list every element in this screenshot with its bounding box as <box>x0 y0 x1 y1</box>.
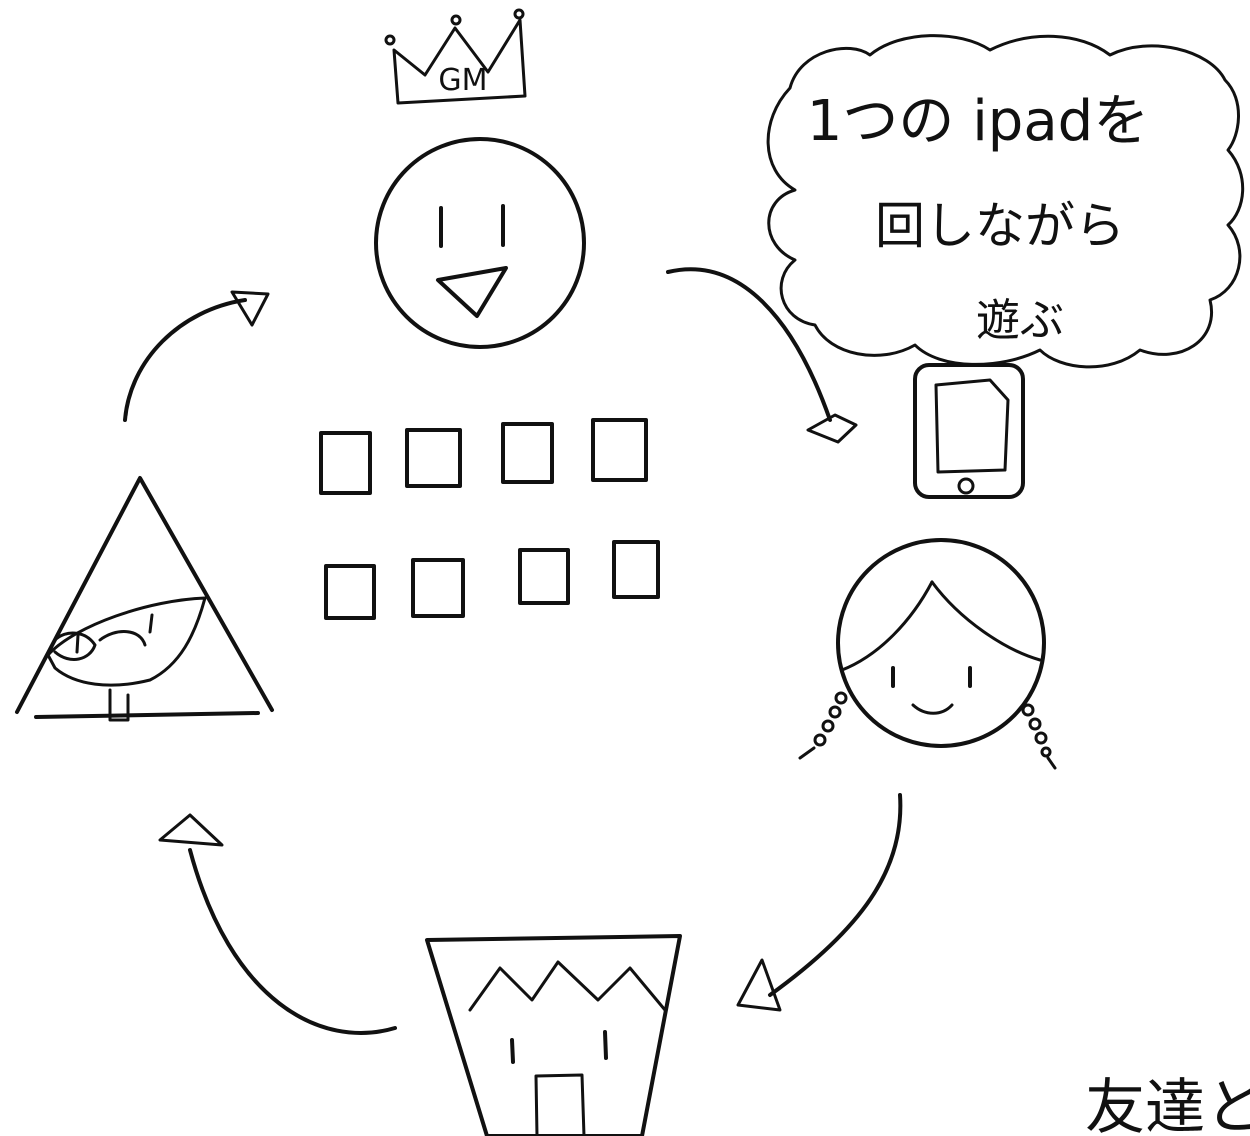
bubble-line-2: 回しながら <box>875 197 1125 255</box>
arrow-gm-to-ipad <box>666 267 858 444</box>
player-card <box>324 564 376 620</box>
right-braid <box>1021 703 1057 770</box>
player-cards-grid <box>319 418 660 620</box>
arrow-monster-to-triangle <box>158 813 397 1035</box>
player-card <box>518 548 570 605</box>
speech-bubble: 1つの ipadを 回しながら 遊ぶ <box>766 34 1245 369</box>
player-card <box>612 540 660 599</box>
gm-face-icon <box>374 137 586 349</box>
monster-face-icon <box>425 934 682 1136</box>
crown-icon: GM <box>384 8 527 105</box>
bubble-line-1: 1つの ipadを <box>807 89 1149 154</box>
footer-text: 友達と <box>1085 1073 1250 1136</box>
bubble-line-3: 遊ぶ <box>976 295 1064 346</box>
player-card <box>405 428 462 488</box>
player-card <box>501 422 554 484</box>
triangle-face-icon <box>15 476 274 722</box>
girl-face-icon <box>798 538 1057 770</box>
crown-label: GM <box>438 63 487 98</box>
player-card <box>411 558 465 618</box>
arrow-girl-to-monster <box>736 793 903 1012</box>
player-card <box>319 431 372 495</box>
left-braid <box>798 691 848 760</box>
arrow-triangle-to-gm <box>123 290 270 422</box>
ipad-icon <box>913 363 1025 499</box>
player-card <box>591 418 648 482</box>
